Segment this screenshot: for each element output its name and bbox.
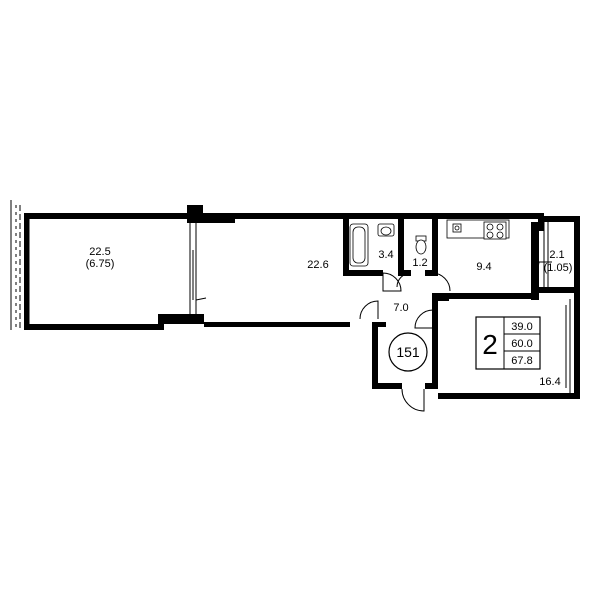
stove-icon <box>483 221 507 240</box>
hallway-area: 7.0 <box>393 302 408 314</box>
toilet-area: 1.2 <box>412 257 427 269</box>
loggia-reduced-area: (6.75) <box>86 258 115 270</box>
bathtub-icon <box>349 223 369 267</box>
rooms-count: 2 <box>482 329 498 360</box>
loggia-area: 22.5 <box>89 246 110 258</box>
door-swings <box>359 272 451 412</box>
living-room-walls <box>203 213 350 327</box>
area-summary: 2 39.0 60.0 67.8 <box>475 316 541 370</box>
loggia-large <box>24 213 190 330</box>
bedroom-walls <box>438 293 580 399</box>
unit-number: 151 <box>396 344 420 360</box>
total-area-value: 60.0 <box>511 338 532 350</box>
balcony-small-area: 2.1 <box>549 249 564 261</box>
sink-icon <box>377 223 395 237</box>
loggia-partition <box>158 205 207 324</box>
living-room-area: 22.6 <box>307 259 328 271</box>
kitchen-area: 9.4 <box>476 261 491 273</box>
unit-number-badge: 151 <box>388 332 428 372</box>
facade-marker <box>10 200 21 330</box>
total-with-balconies-value: 67.8 <box>511 355 532 367</box>
kitchen-walls <box>531 222 580 300</box>
service-top-wall <box>343 213 580 291</box>
balcony-small-reduced-area: (1.05) <box>544 262 573 274</box>
bathroom-area: 3.4 <box>378 249 393 261</box>
bedroom-area: 16.4 <box>539 376 560 388</box>
toilet-icon <box>415 235 427 255</box>
living-area-value: 39.0 <box>511 321 532 333</box>
